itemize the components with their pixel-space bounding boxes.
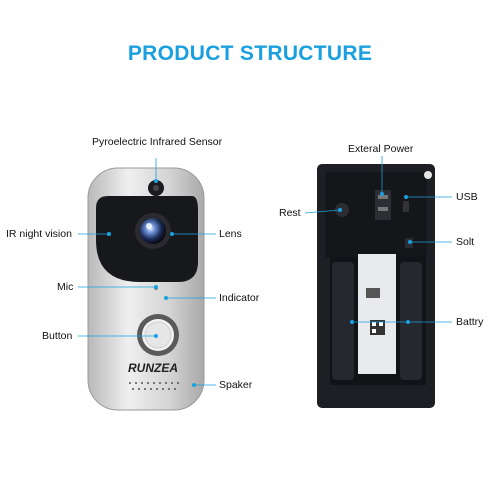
battery-label	[358, 254, 396, 374]
leader-lines	[78, 156, 452, 386]
label-usb: USB	[456, 191, 478, 203]
label-speaker: Spaker	[219, 379, 253, 391]
page-title: PRODUCT STRUCTURE	[127, 42, 373, 65]
label-battery: Battry	[456, 316, 484, 328]
leader-dots	[107, 179, 412, 387]
label-slot: Solt	[456, 236, 475, 248]
label-external-power: Exteral Power	[348, 143, 414, 155]
doorbell-back	[317, 164, 435, 408]
label-rest: Rest	[279, 207, 301, 219]
label-ir-night-vision: IR night vision	[6, 228, 72, 240]
label-lens: Lens	[219, 228, 242, 240]
doorbell-front: RUNZEA	[87, 167, 205, 411]
label-mic: Mic	[57, 281, 74, 293]
label-button: Button	[42, 330, 73, 342]
label-indicator: Indicator	[219, 292, 260, 304]
label-pir-sensor: Pyroelectric Infrared Sensor	[92, 136, 223, 148]
speaker-grille	[129, 382, 179, 390]
brand-logo: RUNZEA	[128, 361, 178, 375]
usb-port	[403, 201, 409, 212]
